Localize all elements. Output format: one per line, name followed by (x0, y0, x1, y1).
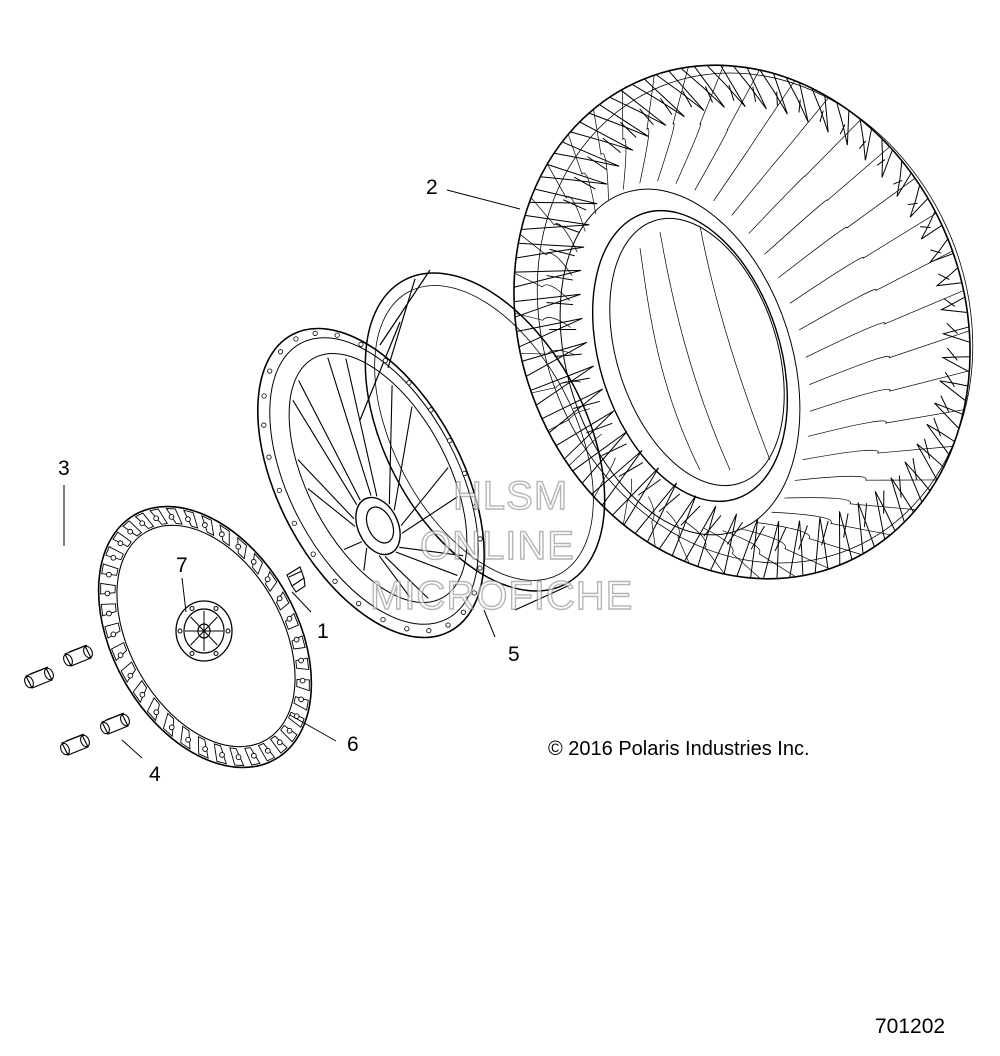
copyright-notice: © 2016 Polaris Industries Inc. (548, 738, 810, 760)
watermark-line-1: HLSM (452, 473, 569, 518)
beadlock-ring-drawing (97, 505, 313, 769)
callout-2: 2 (426, 176, 438, 199)
callout-5: 5 (508, 643, 520, 666)
callout-6: 6 (347, 733, 359, 756)
valve-stem-drawing (286, 566, 306, 593)
callout-7: 7 (176, 554, 188, 577)
lug-nuts-drawing (24, 644, 130, 756)
watermark-line-3: MICROFICHE (369, 573, 634, 618)
callout-4: 4 (149, 763, 161, 786)
center-cap-drawing (175, 600, 233, 662)
drawing-number: 701202 (875, 1015, 946, 1038)
wheel-rim-drawing (256, 269, 606, 639)
callout-1: 1 (317, 620, 329, 643)
watermark-line-2: ONLINE (419, 523, 575, 568)
leader-lines (63, 189, 521, 759)
tire-drawing (513, 64, 974, 580)
callout-3: 3 (58, 457, 70, 480)
